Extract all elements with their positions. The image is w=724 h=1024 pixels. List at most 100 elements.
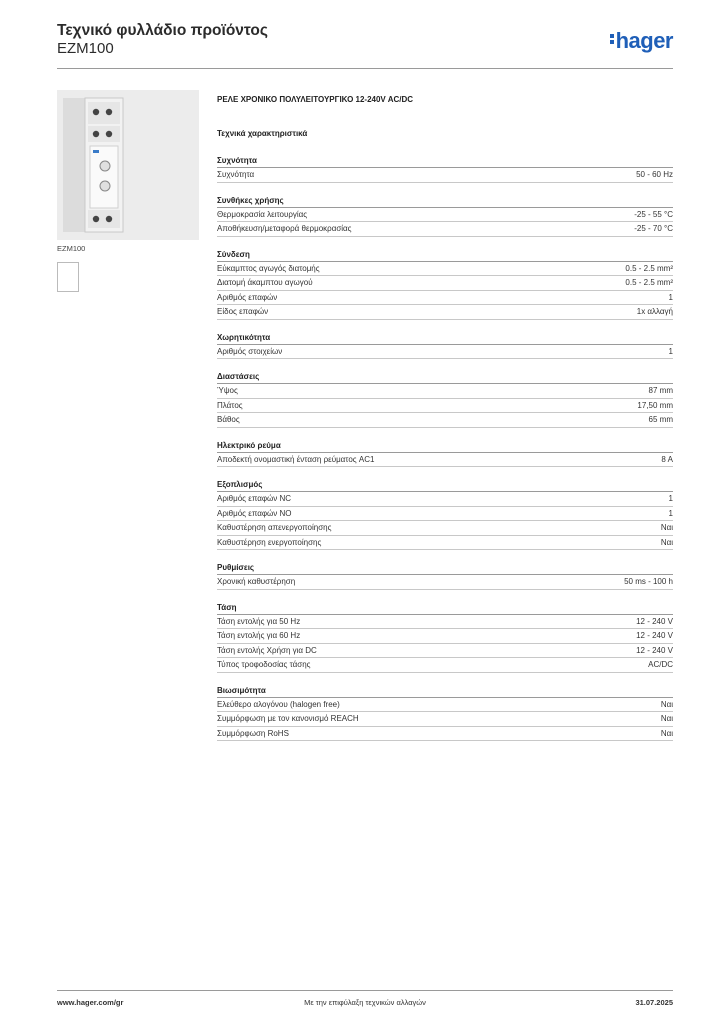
spec-group-title: Ηλεκτρικό ρεύμα	[217, 439, 673, 453]
document-title: Τεχνικό φυλλάδιο προϊόντος	[57, 22, 268, 39]
spec-label: Αποθήκευση/μεταφορά θερμοκρασίας	[217, 224, 352, 233]
spec-row: Θερμοκρασία λειτουργίας-25 - 55 °C	[217, 208, 673, 222]
spec-label: Βάθος	[217, 415, 240, 424]
spec-value: 12 - 240 V	[636, 645, 673, 655]
spec-value: 12 - 240 V	[636, 631, 673, 640]
spec-label: Είδος επαφών	[217, 307, 269, 316]
footer-divider	[57, 990, 673, 991]
spec-group-title: Ρυθμίσεις	[217, 561, 673, 575]
spec-row: Τάση εντολής για 50 Hz 12 - 240 V	[217, 615, 673, 629]
spec-row: Συμμόρφωση RoHS Ναι	[217, 727, 673, 741]
spec-value: 8 A	[661, 454, 673, 464]
spec-row: Καθυστέρηση απενεργοποίησης Ναι	[217, 521, 673, 536]
spec-label: Αριθμός επαφών NO	[217, 508, 292, 518]
spec-value: 1	[668, 508, 673, 518]
hager-logo: hager	[609, 28, 674, 54]
spec-label: Καθυστέρηση ενεργοποίησης	[217, 537, 322, 547]
spec-value: 0.5 - 2.5 mm²	[625, 263, 673, 273]
spec-label: Αποδεκτή ονομαστική ένταση ρεύματος AC1	[217, 454, 375, 464]
spec-row: Τάση εντολής Χρήση για DC 12 - 240 V	[217, 644, 673, 658]
logo-dots-icon	[609, 32, 614, 46]
spec-value: 1	[668, 292, 673, 302]
spec-value: -25 - 70 °C	[634, 224, 673, 233]
spec-value: Ναι	[660, 523, 673, 532]
spec-label: Τάση εντολής Χρήση για DC	[217, 645, 317, 655]
document-date: 31.07.2025	[635, 998, 673, 1007]
spec-row: Αποθήκευση/μεταφορά θερμοκρασίας -25 - 70…	[217, 222, 673, 237]
spec-value: 12 - 240 V	[636, 616, 673, 626]
spec-value: -25 - 55 °C	[634, 209, 673, 219]
spec-group-title: Τάση	[217, 601, 673, 615]
spec-label: Καθυστέρηση απενεργοποίησης	[217, 523, 332, 532]
spec-row: Αριθμός επαφών 1	[217, 291, 673, 305]
spec-value: 1	[668, 346, 673, 356]
spec-row: Ύψος 87 mm	[217, 384, 673, 399]
spec-value: Ναι	[660, 714, 673, 723]
spec-row: Βάθος 65 mm	[217, 413, 673, 428]
spec-label: Ελεύθερο αλογόνου (halogen free)	[217, 699, 340, 709]
spec-value: Ναι	[660, 699, 673, 709]
spec-group-title: Εξοπλισμός	[217, 478, 673, 492]
spec-label: Πλάτος	[217, 400, 243, 410]
product-code: EZM100	[57, 40, 114, 57]
spec-row: Αποδεκτή ονομαστική ένταση ρεύματος AC1 8…	[217, 453, 673, 467]
spec-value: 1x αλλαγή	[636, 307, 673, 316]
spec-value: 17,50 mm	[637, 400, 673, 410]
spec-group-title: Διαστάσεις	[217, 370, 673, 384]
spec-label: Ύψος	[217, 386, 238, 395]
spec-label: Εύκαμπτος αγωγός διατομής	[217, 263, 320, 273]
spec-row: Αριθμός επαφών NO 1	[217, 507, 673, 521]
spec-label: Αριθμός επαφών	[217, 292, 278, 302]
spec-row: Αριθμός επαφών NC 1	[217, 492, 673, 507]
spec-group-title: Βιωσιμότητα	[217, 684, 673, 698]
spec-value: 50 - 60 Hz	[636, 170, 673, 179]
spec-label: Αριθμός στοιχείων	[217, 346, 283, 356]
spec-value: 0.5 - 2.5 mm²	[625, 278, 673, 287]
spec-label: Τάση εντολής για 60 Hz	[217, 631, 301, 640]
spec-value: 65 mm	[648, 415, 673, 424]
spec-row: Καθυστέρηση ενεργοποίησης Ναι	[217, 536, 673, 550]
product-thumbnail[interactable]	[57, 262, 79, 292]
spec-value: 87 mm	[648, 386, 673, 395]
spec-row: Είδος επαφών 1x αλλαγή	[217, 305, 673, 320]
spec-label: Συμμόρφωση RoHS	[217, 728, 289, 738]
spec-row: Ελεύθερο αλογόνου (halogen free) Ναι	[217, 698, 673, 712]
spec-value: 1	[668, 494, 673, 503]
spec-value: Ναι	[660, 537, 673, 547]
spec-label: Συμμόρφωση με τον κανονισμό REACH	[217, 714, 359, 723]
section-heading: Τεχνικά χαρακτηριστικά	[217, 129, 308, 138]
spec-row: Συμμόρφωση με τον κανονισμό REACH Ναι	[217, 712, 673, 727]
spec-row: Διατομή άκαμπτου αγωγού 0.5 - 2.5 mm²	[217, 276, 673, 291]
website-link[interactable]: www.hager.com/gr	[57, 998, 124, 1007]
spec-label: Τάση εντολής για 50 Hz	[217, 616, 301, 626]
spec-row: Πλάτος 17,50 mm	[217, 399, 673, 413]
disclaimer-note: Με την επιφύλαξη τεχνικών αλλαγών	[304, 998, 426, 1007]
spec-group-title: Χωρητικότητα	[217, 331, 673, 345]
spec-sheet: ΡΕΛΕ ΧΡΟΝΙΚΟ ΠΟΛΥΛΕΙΤΟΥΡΓΙΚΟ 12-240V AC/…	[217, 95, 673, 741]
header-divider	[57, 68, 673, 69]
spec-row: Τάση εντολής για 60 Hz 12 - 240 V	[217, 629, 673, 644]
spec-label: Αριθμός επαφών NC	[217, 494, 292, 503]
spec-label: Τύπος τροφοδοσίας τάσης	[217, 660, 311, 669]
spec-label: Διατομή άκαμπτου αγωγού	[217, 278, 313, 287]
spec-group-title: Συνθήκες χρήσης	[217, 194, 673, 208]
page-header: Τεχνικό φυλλάδιο προϊόντος EZM100 hager	[57, 22, 674, 70]
spec-row: Αριθμός στοιχείων 1	[217, 345, 673, 359]
spec-group-title: Σύνδεση	[217, 248, 673, 262]
spec-group-title: Συχνότητα	[217, 154, 673, 168]
spec-value: Ναι	[660, 728, 673, 738]
spec-row: Εύκαμπτος αγωγός διατομής 0.5 - 2.5 mm²	[217, 262, 673, 276]
